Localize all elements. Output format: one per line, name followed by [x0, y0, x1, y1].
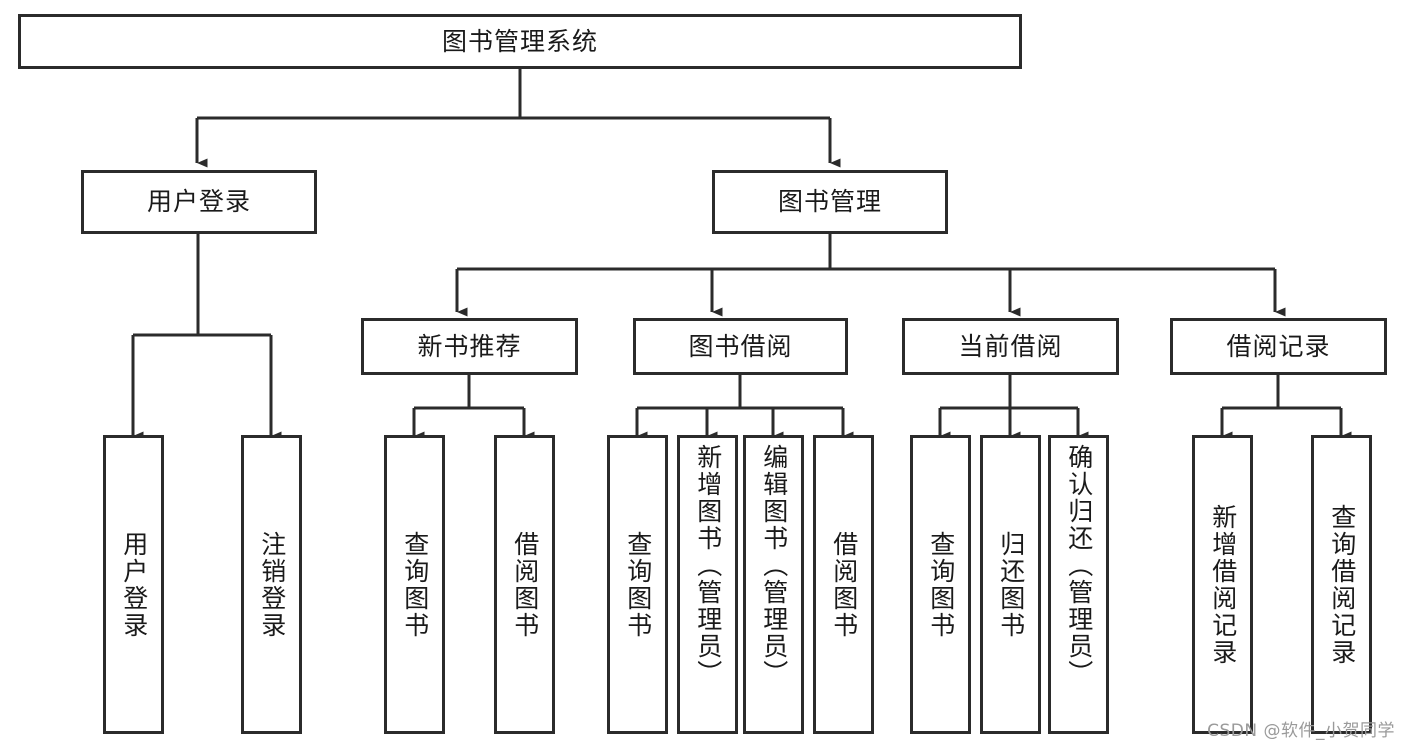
node-leaf-add-book[interactable]: 新增图书（管理员） [677, 435, 738, 734]
node-label: 归还图书 [996, 530, 1026, 639]
node-label: 用户登录 [119, 530, 149, 639]
node-new-book-recommend[interactable]: 新书推荐 [361, 318, 578, 375]
node-label: 借阅图书 [829, 530, 859, 639]
node-label: 图书管理系统 [441, 26, 598, 56]
node-label: 图书管理 [777, 187, 882, 217]
node-leaf-borrow-book-2[interactable]: 借阅图书 [813, 435, 874, 734]
node-leaf-edit-book[interactable]: 编辑图书（管理员） [743, 435, 804, 734]
node-label: 注销登录 [257, 530, 287, 639]
node-label: 借阅记录 [1226, 331, 1331, 361]
node-leaf-query-book-1[interactable]: 查询图书 [384, 435, 445, 734]
node-user-login[interactable]: 用户登录 [81, 170, 317, 234]
node-label: 新增借阅记录 [1208, 503, 1238, 666]
node-label: 查询图书 [926, 530, 956, 639]
node-borrow-record[interactable]: 借阅记录 [1170, 318, 1387, 375]
node-label: 借阅图书 [510, 530, 540, 639]
node-leaf-query-book-3[interactable]: 查询图书 [910, 435, 971, 734]
node-current-borrow[interactable]: 当前借阅 [902, 318, 1119, 375]
node-label: 新书推荐 [417, 331, 522, 361]
node-leaf-query-record[interactable]: 查询借阅记录 [1311, 435, 1372, 734]
node-leaf-user-logout[interactable]: 注销登录 [241, 435, 302, 734]
node-label: 编辑图书（管理员） [759, 444, 789, 687]
node-leaf-return-book[interactable]: 归还图书 [980, 435, 1041, 734]
node-root-book-management-system[interactable]: 图书管理系统 [18, 14, 1022, 69]
node-leaf-borrow-book-1[interactable]: 借阅图书 [494, 435, 555, 734]
node-leaf-query-book-2[interactable]: 查询图书 [607, 435, 668, 734]
node-label: 用户登录 [146, 187, 251, 217]
node-label: 新增图书（管理员） [693, 444, 723, 687]
node-label: 当前借阅 [958, 331, 1063, 361]
node-label: 查询图书 [400, 530, 430, 639]
node-label: 确认归还（管理员） [1064, 444, 1094, 687]
node-book-borrow[interactable]: 图书借阅 [633, 318, 848, 375]
node-leaf-user-login[interactable]: 用户登录 [103, 435, 164, 734]
node-label: 图书借阅 [688, 331, 793, 361]
node-leaf-add-record[interactable]: 新增借阅记录 [1192, 435, 1253, 734]
node-leaf-confirm-return[interactable]: 确认归还（管理员） [1048, 435, 1109, 734]
watermark-text: CSDN @软件_小贺同学 [1207, 721, 1395, 741]
node-book-manage[interactable]: 图书管理 [712, 170, 948, 234]
node-label: 查询图书 [623, 530, 653, 639]
node-label: 查询借阅记录 [1327, 503, 1357, 666]
